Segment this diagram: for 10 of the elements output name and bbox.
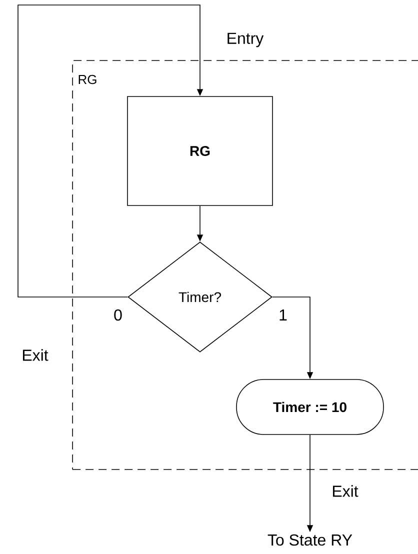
state-box: RG bbox=[127, 96, 273, 206]
action-pill: Timer := 10 bbox=[236, 379, 384, 435]
edge-label: 1 bbox=[278, 308, 288, 322]
region-label: RG bbox=[78, 74, 96, 84]
arrow bbox=[18, 4, 204, 298]
edge-label: 0 bbox=[112, 308, 124, 322]
flow-label: Exit bbox=[22, 349, 48, 361]
flow-label: Entry bbox=[228, 32, 264, 48]
edge-label: Exit bbox=[330, 484, 360, 498]
target-text: To State RY bbox=[268, 534, 352, 546]
